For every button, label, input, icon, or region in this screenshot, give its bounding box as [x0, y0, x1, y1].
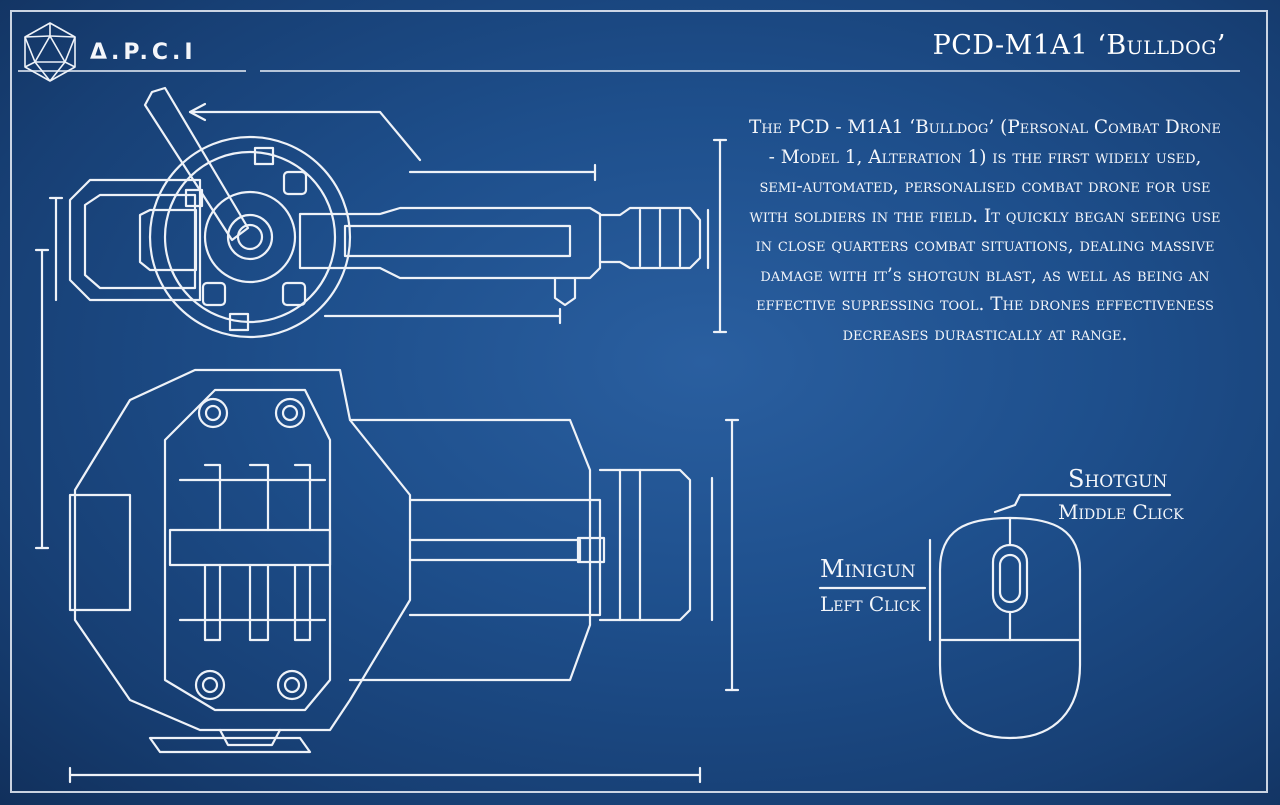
left-click-label: Left Click [820, 592, 921, 616]
middle-click-label: Middle Click [1058, 500, 1184, 524]
mouse-diagram [818, 493, 1172, 740]
brand-logo: Δ.P.C.I [20, 20, 197, 84]
header-rule-left [18, 70, 246, 72]
brand-name: Δ.P.C.I [90, 39, 197, 65]
blueprint-border [10, 10, 1268, 793]
minigun-label: Minigun [820, 555, 916, 583]
drone-side-view [48, 86, 728, 339]
icosahedron-icon [24, 22, 76, 82]
drone-description: The PCD - M1A1 ‘Bulldog’ (Personal Comba… [749, 117, 1221, 345]
header-rule-right [260, 70, 1240, 72]
page-title: PCD-M1A1 ‘Bulldog’ [932, 30, 1226, 61]
drone-top-view [34, 248, 740, 784]
shotgun-label: Shotgun [1068, 465, 1168, 493]
